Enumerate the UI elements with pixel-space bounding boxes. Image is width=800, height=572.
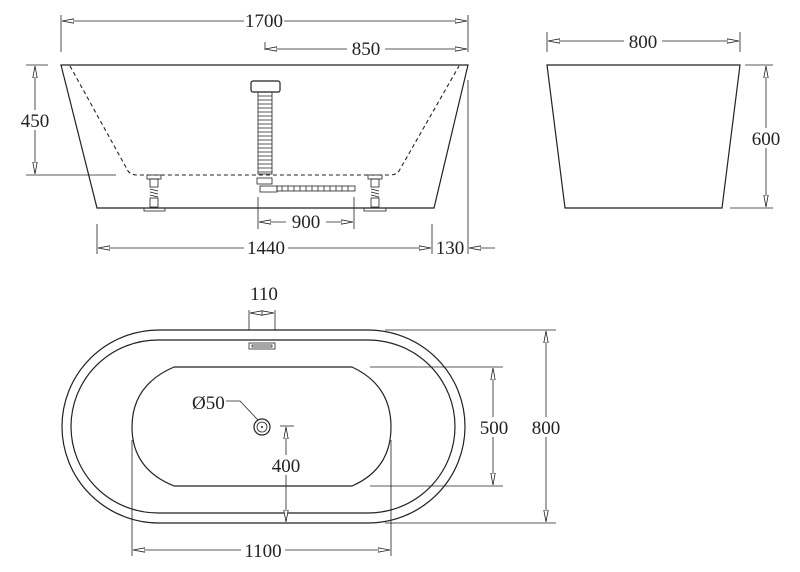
dim-overall-width: 800 — [532, 418, 561, 439]
end-view: 800 600 — [546, 31, 784, 209]
adjustable-foot-left — [143, 174, 166, 212]
tub-outline-end — [546, 64, 741, 209]
dim-drain-to-overflow: 900 — [292, 212, 321, 233]
drain-icon — [253, 418, 271, 436]
dim-overall-length: 1700 — [245, 11, 283, 32]
dim-overflow-width: 110 — [250, 284, 278, 305]
basin-outline — [131, 366, 392, 487]
tub-inner-rim — [70, 339, 456, 514]
waste-pipe — [250, 80, 356, 193]
dim-depth: 450 — [21, 111, 50, 132]
dim-drain-diameter: Ø50 — [192, 393, 225, 414]
dim-base-length: 1440 — [247, 238, 285, 259]
inner-basin-dashed — [69, 65, 460, 176]
overflow-icon — [248, 342, 276, 350]
tub-outer-rim — [61, 329, 466, 524]
dim-end-width: 800 — [629, 32, 658, 53]
dim-basin-width: 500 — [480, 418, 509, 439]
dim-basin-length: 1100 — [244, 541, 281, 562]
dim-overhang: 130 — [436, 238, 465, 259]
dim-drain-offset: 400 — [272, 456, 301, 477]
side-view: 1700 850 450 900 1440 130 — [18, 10, 495, 259]
dim-end-height: 600 — [752, 129, 781, 150]
top-view: 110 Ø50 400 500 800 1100 — [61, 284, 566, 562]
tub-outline-side — [60, 64, 469, 209]
adjustable-foot-right — [363, 174, 387, 212]
dim-half-length: 850 — [352, 39, 381, 60]
